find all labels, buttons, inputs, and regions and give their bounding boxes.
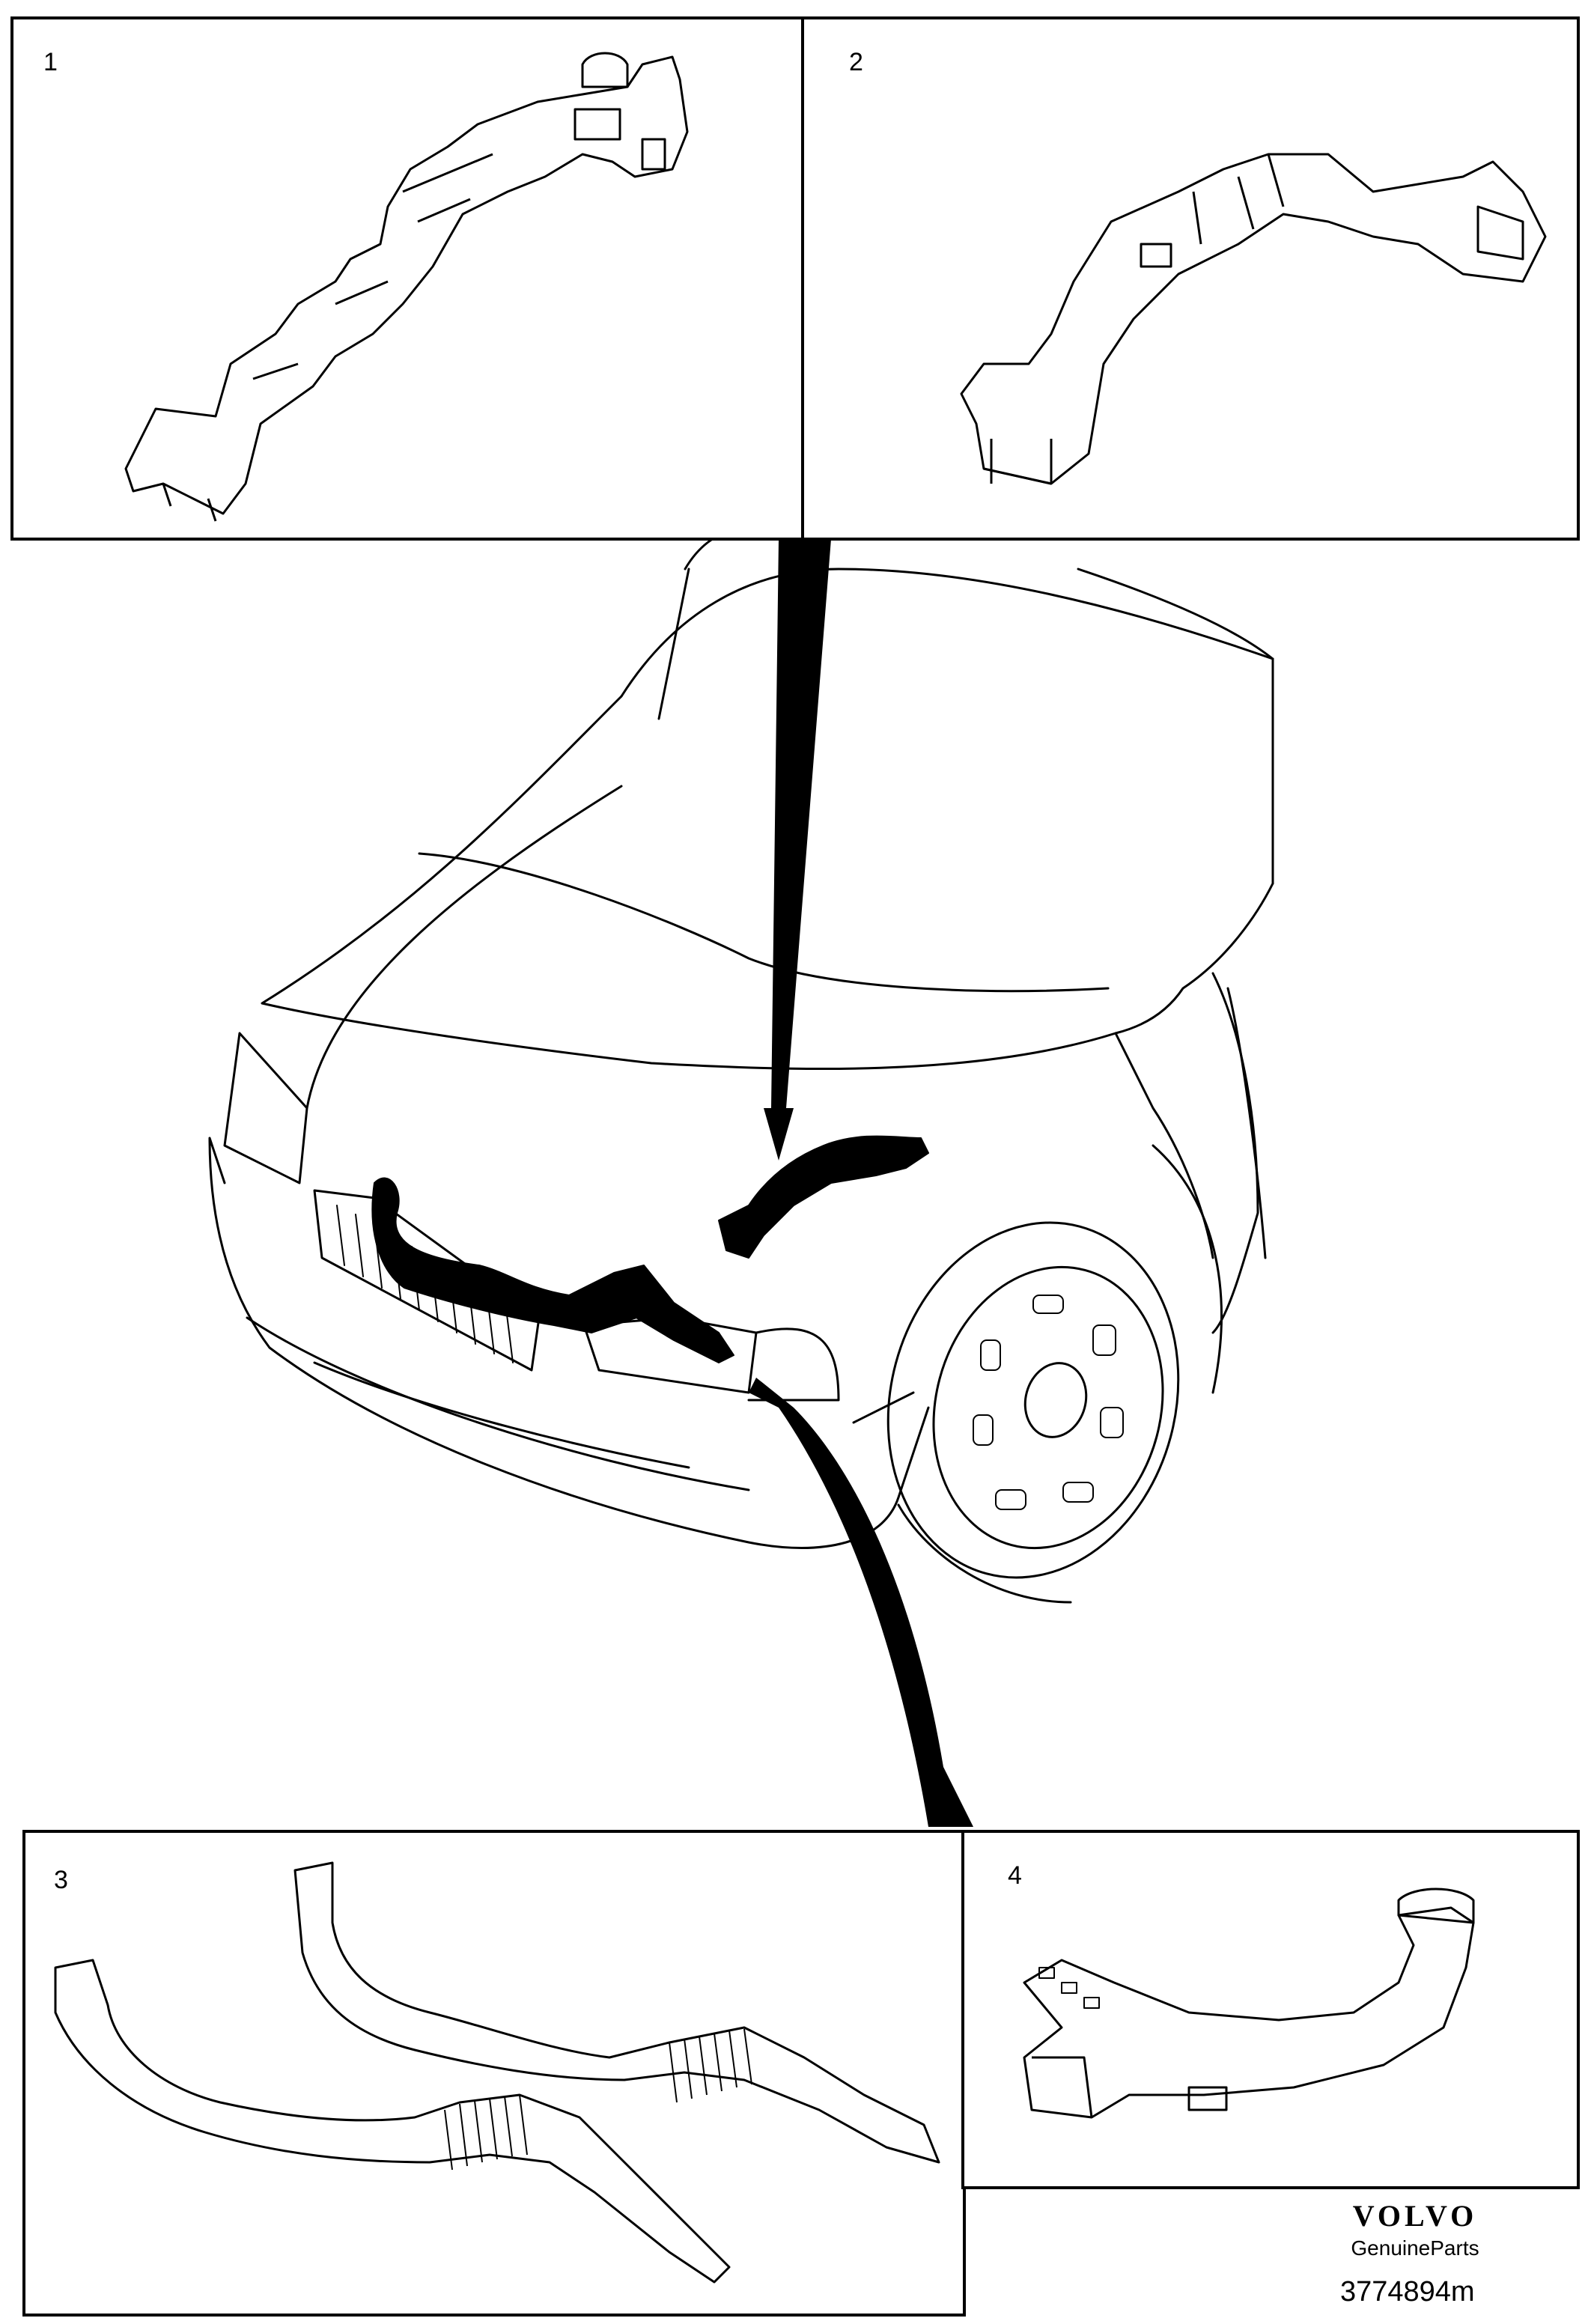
hood-outline [261, 695, 1274, 1071]
panel-1: 1 [10, 16, 806, 541]
panel-label: 3 [54, 1866, 68, 1894]
panel-4: 4 [961, 1830, 1580, 2189]
grille [313, 1189, 541, 1372]
front-bumper [208, 1137, 930, 1549]
panel-label: 2 [849, 48, 863, 76]
windshield-outline [657, 527, 1274, 720]
highlighted-hose-right [718, 1135, 929, 1259]
front-wheel-tire [886, 1221, 1180, 1579]
callout-arrow-bottom [749, 1378, 973, 1827]
part-1-illustration [124, 52, 689, 522]
panel-label: 4 [1008, 1861, 1022, 1890]
panel-2: 2 [801, 16, 1580, 541]
indicator-right [747, 1327, 840, 1402]
part-3-illustration [54, 1861, 940, 2284]
volvo-logo: VOLVO [1352, 2199, 1478, 2233]
highlighted-hose-left [371, 1177, 734, 1363]
front-wheel-rim [932, 1265, 1164, 1550]
reference-number: 3774894m [1340, 2276, 1475, 2308]
part-2-illustration [960, 153, 1547, 485]
wheel-vents [973, 1295, 1124, 1510]
panel-3: 3 [22, 1830, 966, 2317]
panel-label: 1 [43, 48, 58, 76]
brand-block: VOLVO GenuineParts [1303, 2198, 1527, 2260]
brand-subtitle: GenuineParts [1351, 2236, 1479, 2260]
fender-outline [1114, 657, 1274, 1334]
headlight-left [223, 1032, 308, 1184]
callout-arrow-top [764, 539, 831, 1161]
part-4-illustration [1023, 1888, 1475, 2119]
